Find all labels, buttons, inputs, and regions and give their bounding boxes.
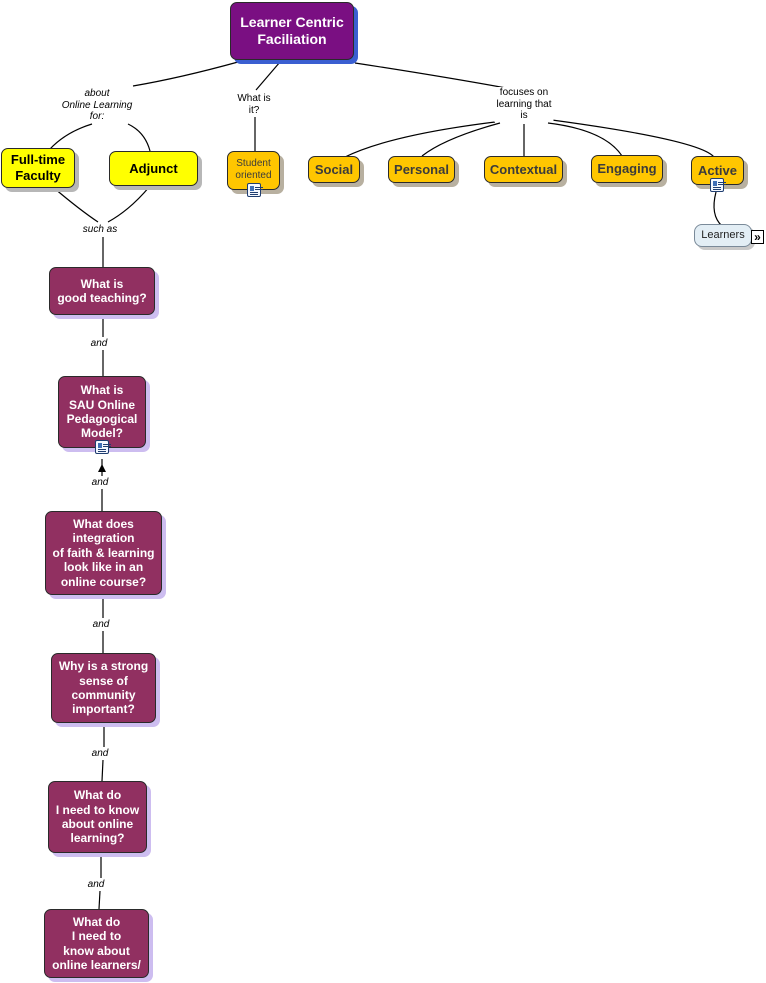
question-node-faith-and-learning[interactable]: What does integration of faith & learnin… — [45, 511, 162, 595]
question-node-label: What do I need to know about online lear… — [52, 914, 141, 972]
audience-link-label: about Online Learning for: — [59, 88, 135, 123]
and-link-label: and — [89, 748, 111, 760]
focus-node-label: Contextual — [489, 161, 558, 177]
focus-node-engaging[interactable]: Engaging — [591, 155, 663, 183]
double-chevron-right-icon[interactable]: » — [751, 230, 764, 244]
such-as-link-label: such as — [80, 224, 120, 236]
audience-node-label: Adjunct — [129, 160, 178, 176]
question-node-community[interactable]: Why is a strong sense of community impor… — [51, 653, 156, 723]
focus-node-label: Social — [314, 161, 354, 177]
document-icon[interactable] — [247, 183, 261, 197]
and-link-label: and — [85, 879, 107, 891]
question-node-good-teaching[interactable]: What is good teaching? — [49, 267, 155, 315]
question-node-label: What is good teaching? — [57, 276, 147, 305]
document-icon[interactable] — [95, 440, 109, 454]
question-node-label: What do I need to know about online lear… — [55, 788, 140, 846]
focus-node-label: Active — [697, 162, 738, 178]
question-node-online-learning[interactable]: What do I need to know about online lear… — [48, 781, 147, 853]
focus-node-social[interactable]: Social — [308, 156, 360, 183]
question-node-label: What is SAU Online Pedagogical Model? — [66, 383, 138, 441]
audience-node-label: Full-time Faculty — [10, 152, 66, 183]
resource-node-label: Learners — [701, 228, 745, 241]
definition-node-label: Student oriented — [235, 158, 272, 181]
audience-node-full-time-faculty[interactable]: Full-time Faculty — [1, 148, 75, 188]
focus-node-contextual[interactable]: Contextual — [484, 156, 563, 183]
question-node-pedagogical-model[interactable]: What is SAU Online Pedagogical Model? — [58, 376, 146, 448]
and-link-label: and — [88, 338, 110, 350]
focus-node-label: Engaging — [597, 161, 657, 177]
root-concept-text: Learner Centric Faciliation — [240, 14, 344, 47]
and-link-label: and — [90, 619, 112, 631]
focus-node-label: Personal — [394, 161, 449, 177]
focus-link-label: focuses on learning that is — [494, 87, 554, 122]
definition-node-student-oriented[interactable]: Student oriented — [227, 151, 280, 190]
focus-node-personal[interactable]: Personal — [388, 156, 455, 183]
question-node-label: Why is a strong sense of community impor… — [58, 659, 149, 717]
definition-link-label: What is it? — [235, 93, 273, 116]
document-icon[interactable] — [710, 178, 724, 192]
root-concept-node[interactable]: Learner Centric Faciliation — [230, 2, 354, 60]
audience-node-adjunct[interactable]: Adjunct — [109, 151, 198, 186]
and-link-label: and — [89, 477, 111, 489]
question-node-online-learners[interactable]: What do I need to know about online lear… — [44, 909, 149, 978]
resource-node-learners[interactable]: Learners — [694, 224, 752, 247]
question-node-label: What does integration of faith & learnin… — [52, 517, 155, 589]
